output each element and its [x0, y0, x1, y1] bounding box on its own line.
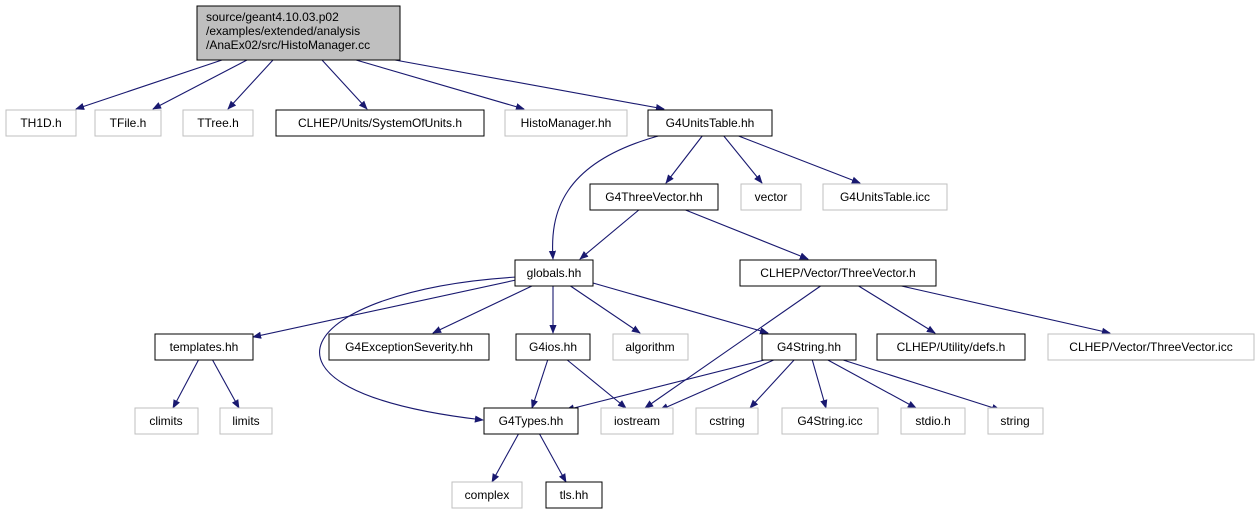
edge-root-ttree [227, 59, 274, 110]
edge-clhep-threevector-defs [856, 284, 936, 334]
node-g4unitstable-hh[interactable]: G4UnitsTable.hh [647, 109, 773, 137]
node-limits-label: limits [232, 414, 259, 428]
node-templates[interactable]: templates.hh [154, 333, 254, 361]
node-g4types[interactable]: G4Types.hh [483, 407, 579, 435]
node-clhep-threevector-icc-label: CLHEP/Vector/ThreeVector.icc [1069, 340, 1232, 354]
edge-g4types-tls [538, 432, 567, 483]
node-systemofunits-label: CLHEP/Units/SystemOfUnits.h [298, 116, 462, 130]
edge-root-systemofunits [321, 59, 368, 110]
edge-g4string-cstring [749, 358, 796, 409]
node-clhep-defs[interactable]: CLHEP/Utility/defs.h [876, 333, 1026, 361]
node-g4types-label: G4Types.hh [499, 414, 564, 428]
edge-globals-g4types [319, 276, 518, 423]
node-th1d[interactable]: TH1D.h [5, 109, 77, 137]
node-cstring[interactable]: cstring [695, 407, 759, 435]
node-complex-label: complex [465, 488, 510, 502]
root-label-line-3: /AnaEx02/src/HistoManager.cc [206, 38, 370, 52]
edge-root-th1d [75, 59, 223, 110]
edge-root-g4unitstable [383, 57, 665, 112]
node-th1d-label: TH1D.h [20, 116, 61, 130]
edge-g4threevector-globals [579, 208, 641, 260]
node-g4string-hh-label: G4String.hh [777, 340, 841, 354]
node-vector-label: vector [755, 190, 788, 204]
edge-globals-algorithm [568, 284, 641, 334]
node-g4string-icc-label: G4String.icc [797, 414, 862, 428]
node-complex[interactable]: complex [451, 481, 523, 509]
node-vector[interactable]: vector [740, 183, 802, 211]
node-root-file[interactable]: source/geant4.10.03.p02 /examples/extend… [196, 5, 401, 61]
edge-root-histomanager [355, 59, 525, 111]
node-g4threevector[interactable]: G4ThreeVector.hh [589, 183, 719, 211]
edge-g4ios-iostream [565, 358, 627, 409]
node-cstring-label: cstring [709, 414, 744, 428]
node-g4ios-label: G4ios.hh [529, 340, 577, 354]
node-clhep-defs-label: CLHEP/Utility/defs.h [897, 340, 1006, 354]
node-templates-label: templates.hh [170, 340, 239, 354]
node-histomanager-hh-label: HistoManager.hh [521, 116, 612, 130]
node-iostream[interactable]: iostream [600, 407, 674, 435]
nodes: source/geant4.10.03.p02 /examples/extend… [5, 5, 1255, 509]
node-climits[interactable]: climits [134, 407, 199, 435]
node-limits[interactable]: limits [219, 407, 273, 435]
node-systemofunits[interactable]: CLHEP/Units/SystemOfUnits.h [275, 109, 485, 137]
node-tfile[interactable]: TFile.h [94, 109, 162, 137]
edge-templates-limits [211, 358, 240, 409]
edge-g4unitstable-g4unitstable-icc [735, 134, 861, 184]
edge-root-tfile [152, 59, 248, 110]
node-g4exceptionseverity-label: G4ExceptionSeverity.hh [345, 340, 473, 354]
edge-g4string-string [839, 358, 1001, 411]
node-climits-label: climits [149, 414, 182, 428]
edge-g4ios-g4types [531, 358, 549, 409]
edge-g4string-iostream [659, 358, 777, 411]
node-ttree[interactable]: TTree.h [182, 109, 254, 137]
node-stdio-label: stdio.h [915, 414, 950, 428]
node-tfile-label: TFile.h [110, 116, 147, 130]
node-algorithm[interactable]: algorithm [612, 333, 689, 361]
node-g4string-icc[interactable]: G4String.icc [781, 407, 879, 435]
root-label-line-1: source/geant4.10.03.p02 [206, 10, 339, 24]
edge-g4threevector-clhep-threevector [682, 208, 809, 260]
edges [75, 57, 1111, 483]
edge-g4string-g4string-icc [811, 358, 828, 409]
node-globals[interactable]: globals.hh [514, 259, 594, 287]
node-iostream-label: iostream [614, 414, 660, 428]
node-tls-label: tls.hh [560, 488, 589, 502]
node-string-label: string [1000, 414, 1029, 428]
node-algorithm-label: algorithm [625, 340, 674, 354]
node-tls[interactable]: tls.hh [545, 481, 603, 509]
edge-g4string-stdio [825, 358, 917, 409]
edge-g4unitstable-vector [722, 134, 763, 184]
edge-g4unitstable-g4threevector [665, 134, 704, 184]
edge-clhep-threevector-icc [896, 284, 1111, 335]
edge-g4types-complex [491, 432, 520, 483]
edge-globals-templates [252, 279, 517, 339]
node-g4unitstable-hh-label: G4UnitsTable.hh [666, 116, 755, 130]
node-clhep-threevector-h[interactable]: CLHEP/Vector/ThreeVector.h [739, 259, 937, 287]
node-globals-label: globals.hh [527, 266, 582, 280]
edge-g4unitstable-globals [548, 134, 663, 260]
edge-templates-climits [172, 358, 200, 409]
node-g4string-hh[interactable]: G4String.hh [761, 333, 857, 361]
edge-clhep-threevector-iostream [644, 284, 823, 409]
edge-globals-g4string [592, 282, 769, 335]
node-clhep-threevector-icc[interactable]: CLHEP/Vector/ThreeVector.icc [1047, 333, 1255, 361]
edge-g4string-g4types [565, 358, 769, 412]
node-g4unitstable-icc-label: G4UnitsTable.icc [840, 190, 930, 204]
node-ttree-label: TTree.h [197, 116, 239, 130]
node-histomanager-hh[interactable]: HistoManager.hh [504, 109, 628, 137]
node-clhep-threevector-h-label: CLHEP/Vector/ThreeVector.h [760, 266, 915, 280]
node-g4exceptionseverity[interactable]: G4ExceptionSeverity.hh [328, 333, 490, 361]
edge-globals-g4exceptionseverity [432, 284, 535, 334]
root-label-line-2: /examples/extended/analysis [206, 24, 360, 38]
node-g4ios[interactable]: G4ios.hh [515, 333, 591, 361]
node-g4unitstable-icc[interactable]: G4UnitsTable.icc [822, 183, 948, 211]
node-g4threevector-label: G4ThreeVector.hh [605, 190, 702, 204]
node-stdio[interactable]: stdio.h [900, 407, 966, 435]
node-string[interactable]: string [987, 407, 1044, 435]
